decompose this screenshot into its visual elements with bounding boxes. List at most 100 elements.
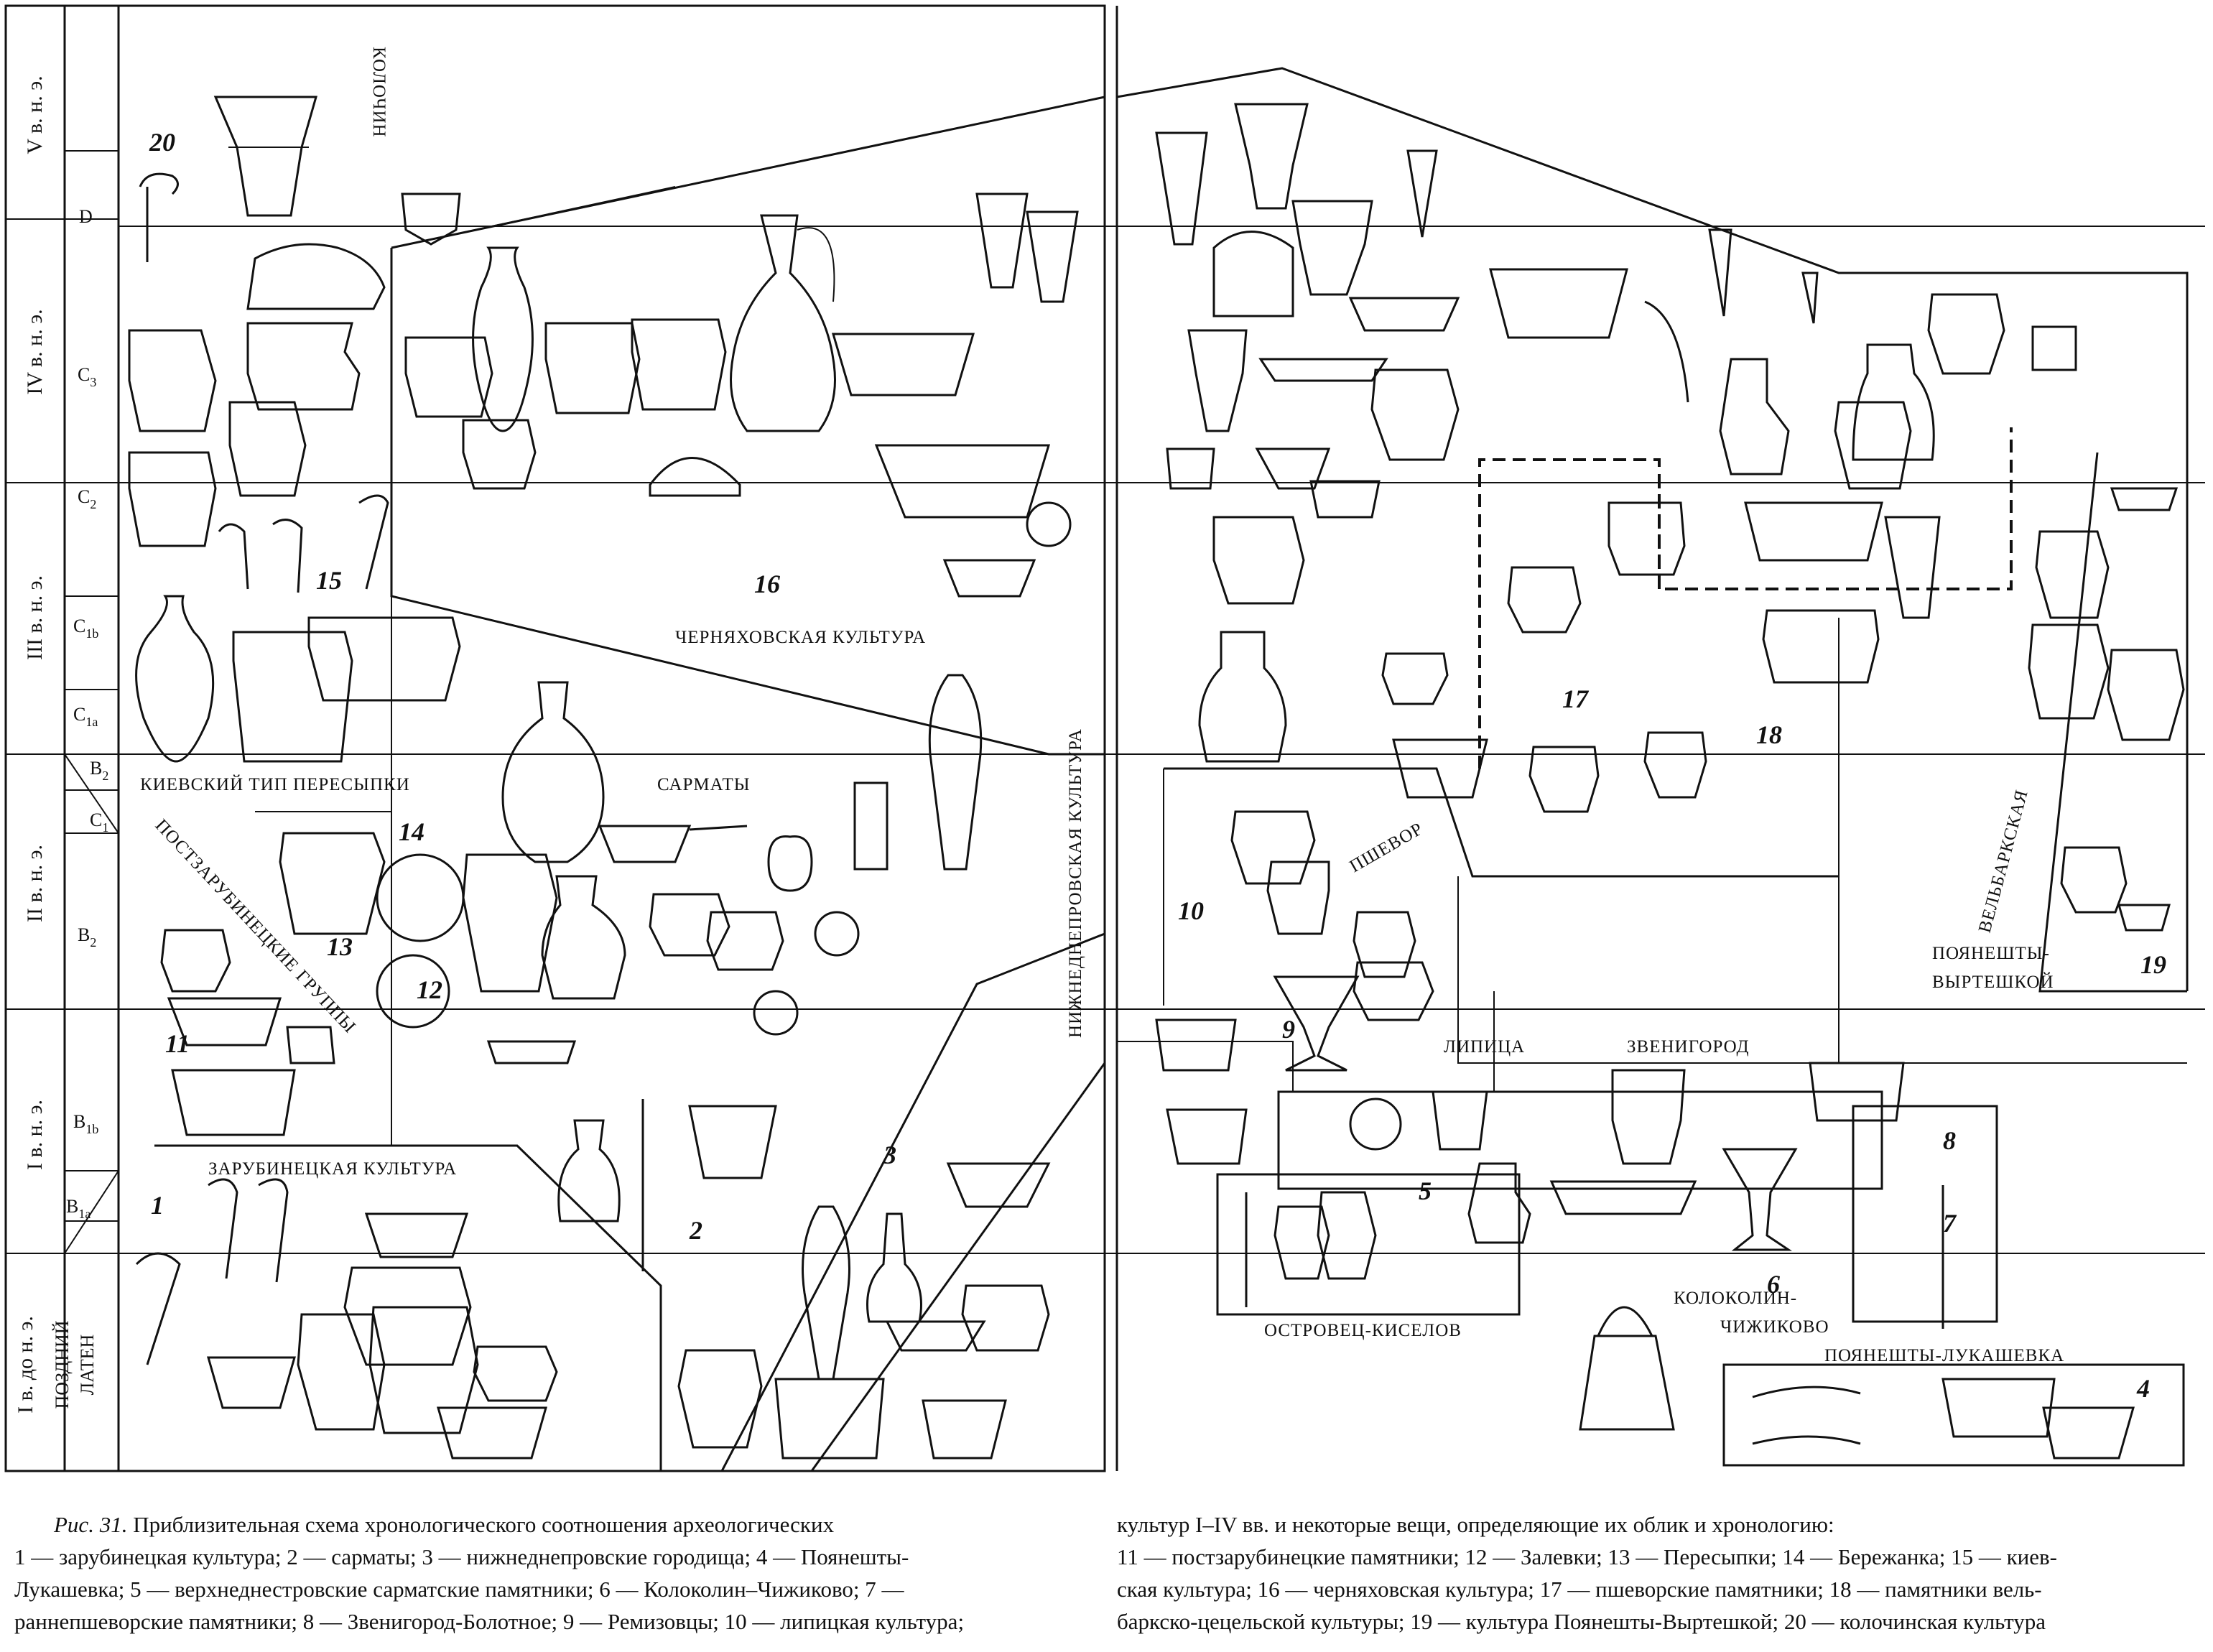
region-label-ostrovets: ОСТРОВЕЦ-КИСЕЛОВ [1264, 1321, 1462, 1340]
late-laten-label: ПОЗДНИЙ [52, 1320, 73, 1409]
phase-label: D [79, 206, 93, 227]
legend-line: 11 — постзарубинецкие памятники; 12 — За… [1117, 1544, 2057, 1569]
legend-line: ская культура; 16 — черняховская культур… [1117, 1577, 2042, 1602]
region-label-zvenigorod: ЗВЕНИГОРОД [1627, 1037, 1750, 1057]
fibula-icon [139, 172, 179, 262]
bowl-icon [688, 1105, 777, 1179]
fibula-icon [1801, 272, 1819, 324]
phase-label: B2 [90, 758, 108, 783]
pot-icon [1762, 609, 1880, 684]
bowl-icon [1549, 1180, 1697, 1215]
jug-icon [541, 875, 626, 1000]
cup-icon [2031, 325, 2077, 371]
bowl-icon [2117, 904, 2171, 932]
pot-icon [1528, 746, 1600, 813]
bowl-icon [1348, 297, 1460, 332]
pot-icon [544, 322, 641, 414]
pot-icon [1353, 961, 1434, 1021]
period-label: I в. до н. э. [14, 1316, 37, 1414]
amphora-icon [135, 595, 215, 763]
spear-icon [1406, 149, 1438, 238]
comb-icon [246, 243, 386, 310]
region-label-postzarubinets: ПОСТЗАРУБИНЕЦКИЕ ГРУППЫ [152, 816, 360, 1037]
region-boundaries [129, 67, 2189, 1472]
region-label-sarmaty: САРМАТЫ [657, 775, 751, 794]
pot-icon [2028, 623, 2110, 720]
pot-icon [128, 451, 217, 547]
region-label-chizhikovo: ЧИЖИКОВО [1720, 1317, 1829, 1337]
region-label-kolokolin: КОЛОКОЛИН- [1674, 1289, 1797, 1308]
pot-icon [1941, 1378, 2056, 1438]
group-number: 14 [399, 817, 424, 846]
fibula-icon [1752, 1386, 1861, 1445]
jug-icon [501, 681, 605, 863]
period-label: V в. н. э. [23, 75, 47, 154]
bowl-icon [1309, 480, 1381, 519]
jug-icon [1467, 1162, 1531, 1244]
brooch-icon [376, 853, 465, 942]
figure-caption: Рис. 31. Приблизительная схема хронологи… [0, 1508, 2213, 1652]
beaker-icon [1884, 516, 1941, 619]
jug-icon [557, 1119, 621, 1222]
phase-label: C1b [73, 616, 98, 641]
cup-icon [1166, 447, 1215, 490]
caption-right: культур I–IV вв. и некоторые вещи, опред… [1117, 1508, 2202, 1638]
bowl-icon [1744, 501, 1883, 562]
pot-icon [2107, 649, 2185, 741]
goblet-icon [1722, 1148, 1798, 1251]
pot-icon [2035, 530, 2110, 619]
bottle-icon [853, 781, 889, 871]
group-number: 2 [689, 1216, 702, 1245]
pot-icon [1212, 516, 1305, 605]
artifact-drawings [128, 96, 2185, 1460]
amphora-icon [472, 246, 534, 432]
vessel-icon [213, 96, 317, 217]
bowl-icon [437, 1406, 547, 1460]
bottle-icon [866, 1212, 922, 1323]
pot-icon [1353, 911, 1416, 978]
pot-icon [462, 419, 537, 490]
jug-icon [730, 214, 836, 432]
region-label-lipitsa: ЛИПИЦА [1444, 1037, 1525, 1057]
bowl-icon [1392, 738, 1488, 799]
group-number: 18 [1756, 720, 1782, 749]
pot-icon [307, 616, 461, 702]
group-number: 8 [1943, 1126, 1956, 1155]
brooch-icon [376, 954, 450, 1029]
group-number: 1 [151, 1191, 164, 1220]
fibula-icon [135, 1178, 289, 1365]
region-label-poyaneshty-lukashevka: ПОЯНЕШТЫ-ЛУКАШЕВКА [1824, 1346, 2064, 1365]
amphora-icon [802, 1205, 850, 1380]
pot-icon [1611, 1069, 1686, 1165]
phase-labels: D C3 C2 C1b C1a B2 C1 B2 B1b B1a [66, 206, 108, 1221]
group-number: 4 [2136, 1374, 2150, 1403]
jug-icon [1266, 860, 1330, 935]
bowl-icon [1166, 1108, 1248, 1165]
pot-icon [228, 401, 307, 497]
beaker-icon [1155, 131, 1208, 246]
bowl-icon [946, 1162, 1051, 1208]
pot-icon [1643, 731, 1707, 799]
fibula-icon [1644, 300, 1689, 403]
pendant-icon [1026, 501, 1072, 547]
mirror-icon [1349, 1098, 1402, 1151]
pot-icon [368, 1306, 479, 1434]
chronology-diagram: V в. н. э. IV в. н. э. III в. н. э. II в… [4, 4, 2205, 1472]
region-label-poyaneshty: ПОЯНЕШТЫ- [1932, 944, 2050, 963]
jug-icon [1198, 631, 1287, 763]
group-number: 15 [316, 566, 342, 595]
pot-icon [1381, 652, 1449, 705]
jug-icon [1852, 343, 1935, 461]
kantharos-icon [774, 1378, 885, 1460]
group-number: 3 [883, 1141, 896, 1169]
phase-label: B1a [66, 1196, 91, 1221]
group-number: 20 [149, 128, 175, 157]
phase-label: B1b [73, 1111, 98, 1136]
pot-icon [232, 631, 353, 763]
bowl-icon [167, 997, 282, 1047]
legend-line: Лукашевка; 5 — верхнеднестровские сармат… [14, 1577, 904, 1602]
period-labels: V в. н. э. IV в. н. э. III в. н. э. II в… [14, 75, 98, 1414]
group-number: 12 [417, 975, 442, 1004]
pot-icon [246, 322, 361, 411]
phase-label: C2 [78, 486, 96, 511]
